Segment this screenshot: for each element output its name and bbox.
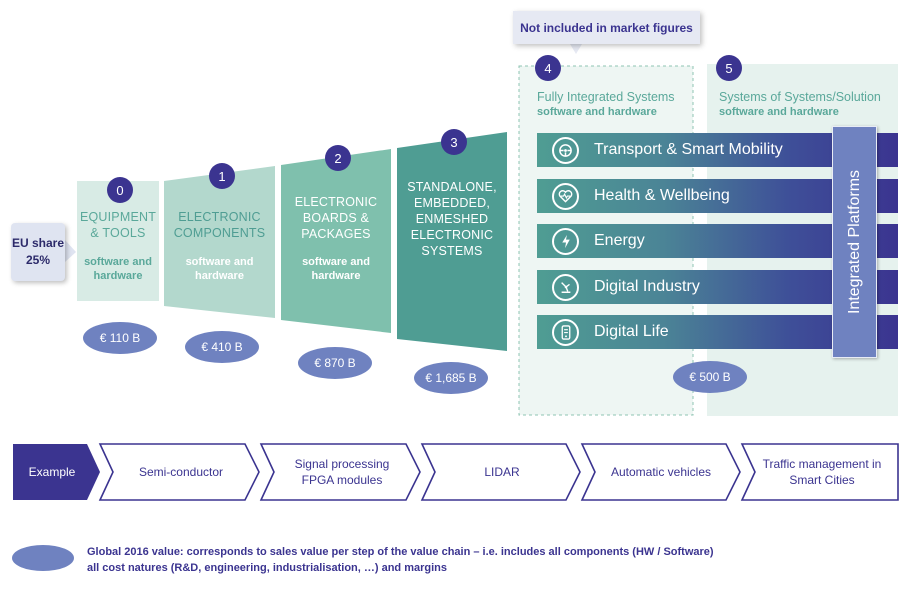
domain-label-industry: Digital Industry (594, 278, 700, 295)
heart-icon (552, 182, 579, 210)
panel-5-subtitle: software and hardware (719, 106, 839, 118)
panel-4-value: € 500 B (673, 361, 747, 393)
eu-share-label: EU share (11, 236, 65, 250)
digital-life-icon (552, 318, 579, 346)
domain-label-transport: Transport & Smart Mobility (594, 141, 783, 158)
legend-ellipse (12, 545, 74, 571)
stage-0-subtitle: software and hardware (84, 256, 152, 282)
panel-4-title: Fully Integrated Systems (537, 90, 675, 104)
industry-icon (552, 273, 579, 301)
stage-3-value: € 1,685 B (414, 362, 488, 394)
panel-5-title: Systems of Systems/Solution (719, 90, 881, 104)
stage-2-title: ELECTRONIC BOARDS & PACKAGES (294, 195, 378, 241)
chain-step-automatic-vehicles: Automatic vehicles (610, 465, 712, 479)
stage-1-title: ELECTRONIC COMPONENTS (173, 210, 266, 240)
chain-step-semiconductor: Semi-conductor (138, 465, 224, 479)
panel-5-number: 5 (716, 55, 742, 81)
car-icon (552, 136, 579, 164)
chain-step-signal-processing: Signal processing FPGA modules (294, 457, 390, 487)
panel-4-number: 4 (535, 55, 561, 81)
stage-2-number: 2 (325, 145, 351, 171)
stage-3-shape (397, 132, 507, 351)
domain-label-health: Health & Wellbeing (594, 187, 730, 204)
stage-1-number: 1 (209, 163, 235, 189)
callout-pointer (570, 44, 582, 54)
chevron-shape-5 (740, 443, 899, 501)
domain-label-energy: Energy (594, 232, 645, 249)
domain-label-digital-life: Digital Life (594, 323, 669, 340)
chain-step-traffic-management: Traffic management in Smart Cities (762, 457, 882, 487)
stage-1-shape (164, 166, 275, 318)
eu-share-box: EU share 25% (11, 223, 65, 281)
chevron-shape-3 (420, 443, 581, 501)
stage-3-title: STANDALONE, EMBEDDED, ENMESHED ELECTRONI… (407, 180, 497, 258)
chevron-shape-0 (13, 444, 100, 500)
stage-0-number: 0 (107, 177, 133, 203)
stage-1-value: € 410 B (185, 331, 259, 363)
panel-4-subtitle: software and hardware (537, 106, 657, 118)
chain-step-lidar: LIDAR (484, 465, 520, 479)
chevron-shape-1 (98, 443, 260, 501)
stage-0-value: € 110 B (83, 322, 157, 354)
integrated-platforms-label: Integrated Platforms (845, 169, 863, 315)
stage-3-number: 3 (441, 129, 467, 155)
chain-example-label: Example (28, 465, 76, 479)
chevron-shape-2 (259, 443, 421, 501)
stage-2-shape (281, 149, 391, 333)
stage-0-title: EQUIPMENT & TOOLS (79, 210, 157, 240)
chevron-shape-4 (580, 443, 741, 501)
not-included-callout: Not included in market figures (513, 11, 700, 44)
legend-text: Global 2016 value: corresponds to sales … (87, 546, 714, 574)
stage-2-value: € 870 B (298, 347, 372, 379)
stage-1-subtitle: software and hardware (185, 256, 254, 282)
eu-share-pointer (65, 240, 76, 262)
eu-share-value: 25% (25, 253, 51, 267)
lightning-icon (552, 227, 579, 255)
stage-2-subtitle: software and hardware (302, 256, 370, 282)
integrated-platforms-bar: Integrated Platforms (832, 126, 877, 358)
